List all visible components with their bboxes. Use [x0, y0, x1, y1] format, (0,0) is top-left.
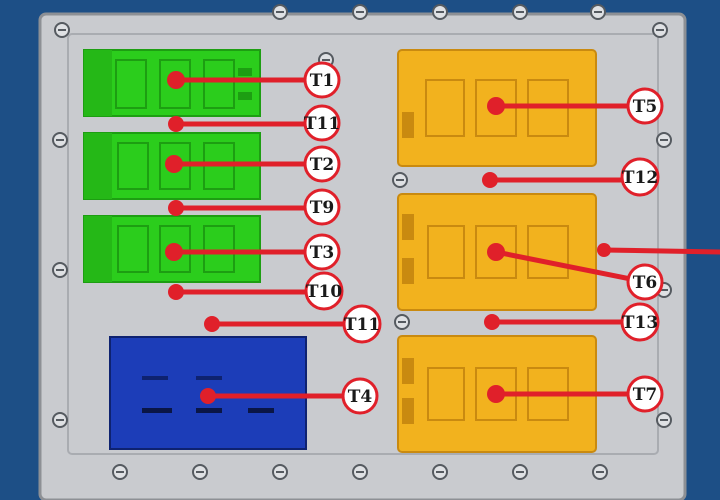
svg-text:T4: T4	[348, 387, 373, 407]
leader-dots	[165, 71, 611, 404]
label-T5: T5	[626, 87, 664, 125]
svg-text:T3: T3	[310, 243, 334, 263]
label-T3: T3	[303, 233, 341, 271]
label-T11: T11	[303, 104, 341, 142]
plate-inner-border	[67, 33, 659, 455]
label-T12: T12	[620, 157, 660, 197]
svg-text:T6: T6	[633, 273, 657, 293]
leader-lines	[171, 77, 720, 399]
label-T7: T7	[626, 375, 664, 413]
svg-text:T9: T9	[310, 198, 334, 218]
label-T13: T13	[620, 302, 660, 342]
svg-text:T5: T5	[633, 97, 657, 117]
label-T10: T10	[304, 271, 344, 311]
leader-line-right	[601, 247, 720, 255]
label-T11b: T11	[342, 304, 382, 344]
label-T4: T4	[341, 377, 379, 415]
label-T9: T9	[303, 188, 341, 226]
svg-text:T1: T1	[310, 71, 334, 91]
svg-text:T2: T2	[310, 155, 334, 175]
svg-text:T11: T11	[304, 114, 340, 134]
label-T2: T2	[303, 145, 341, 183]
svg-text:T11: T11	[344, 315, 380, 335]
svg-text:T7: T7	[633, 385, 657, 405]
leader-line-t6	[493, 249, 639, 283]
svg-text:T12: T12	[622, 168, 658, 188]
svg-text:T10: T10	[306, 282, 342, 302]
label-T1: T1	[303, 61, 341, 99]
svg-text:T13: T13	[622, 313, 658, 333]
label-T6: T6	[626, 263, 664, 301]
